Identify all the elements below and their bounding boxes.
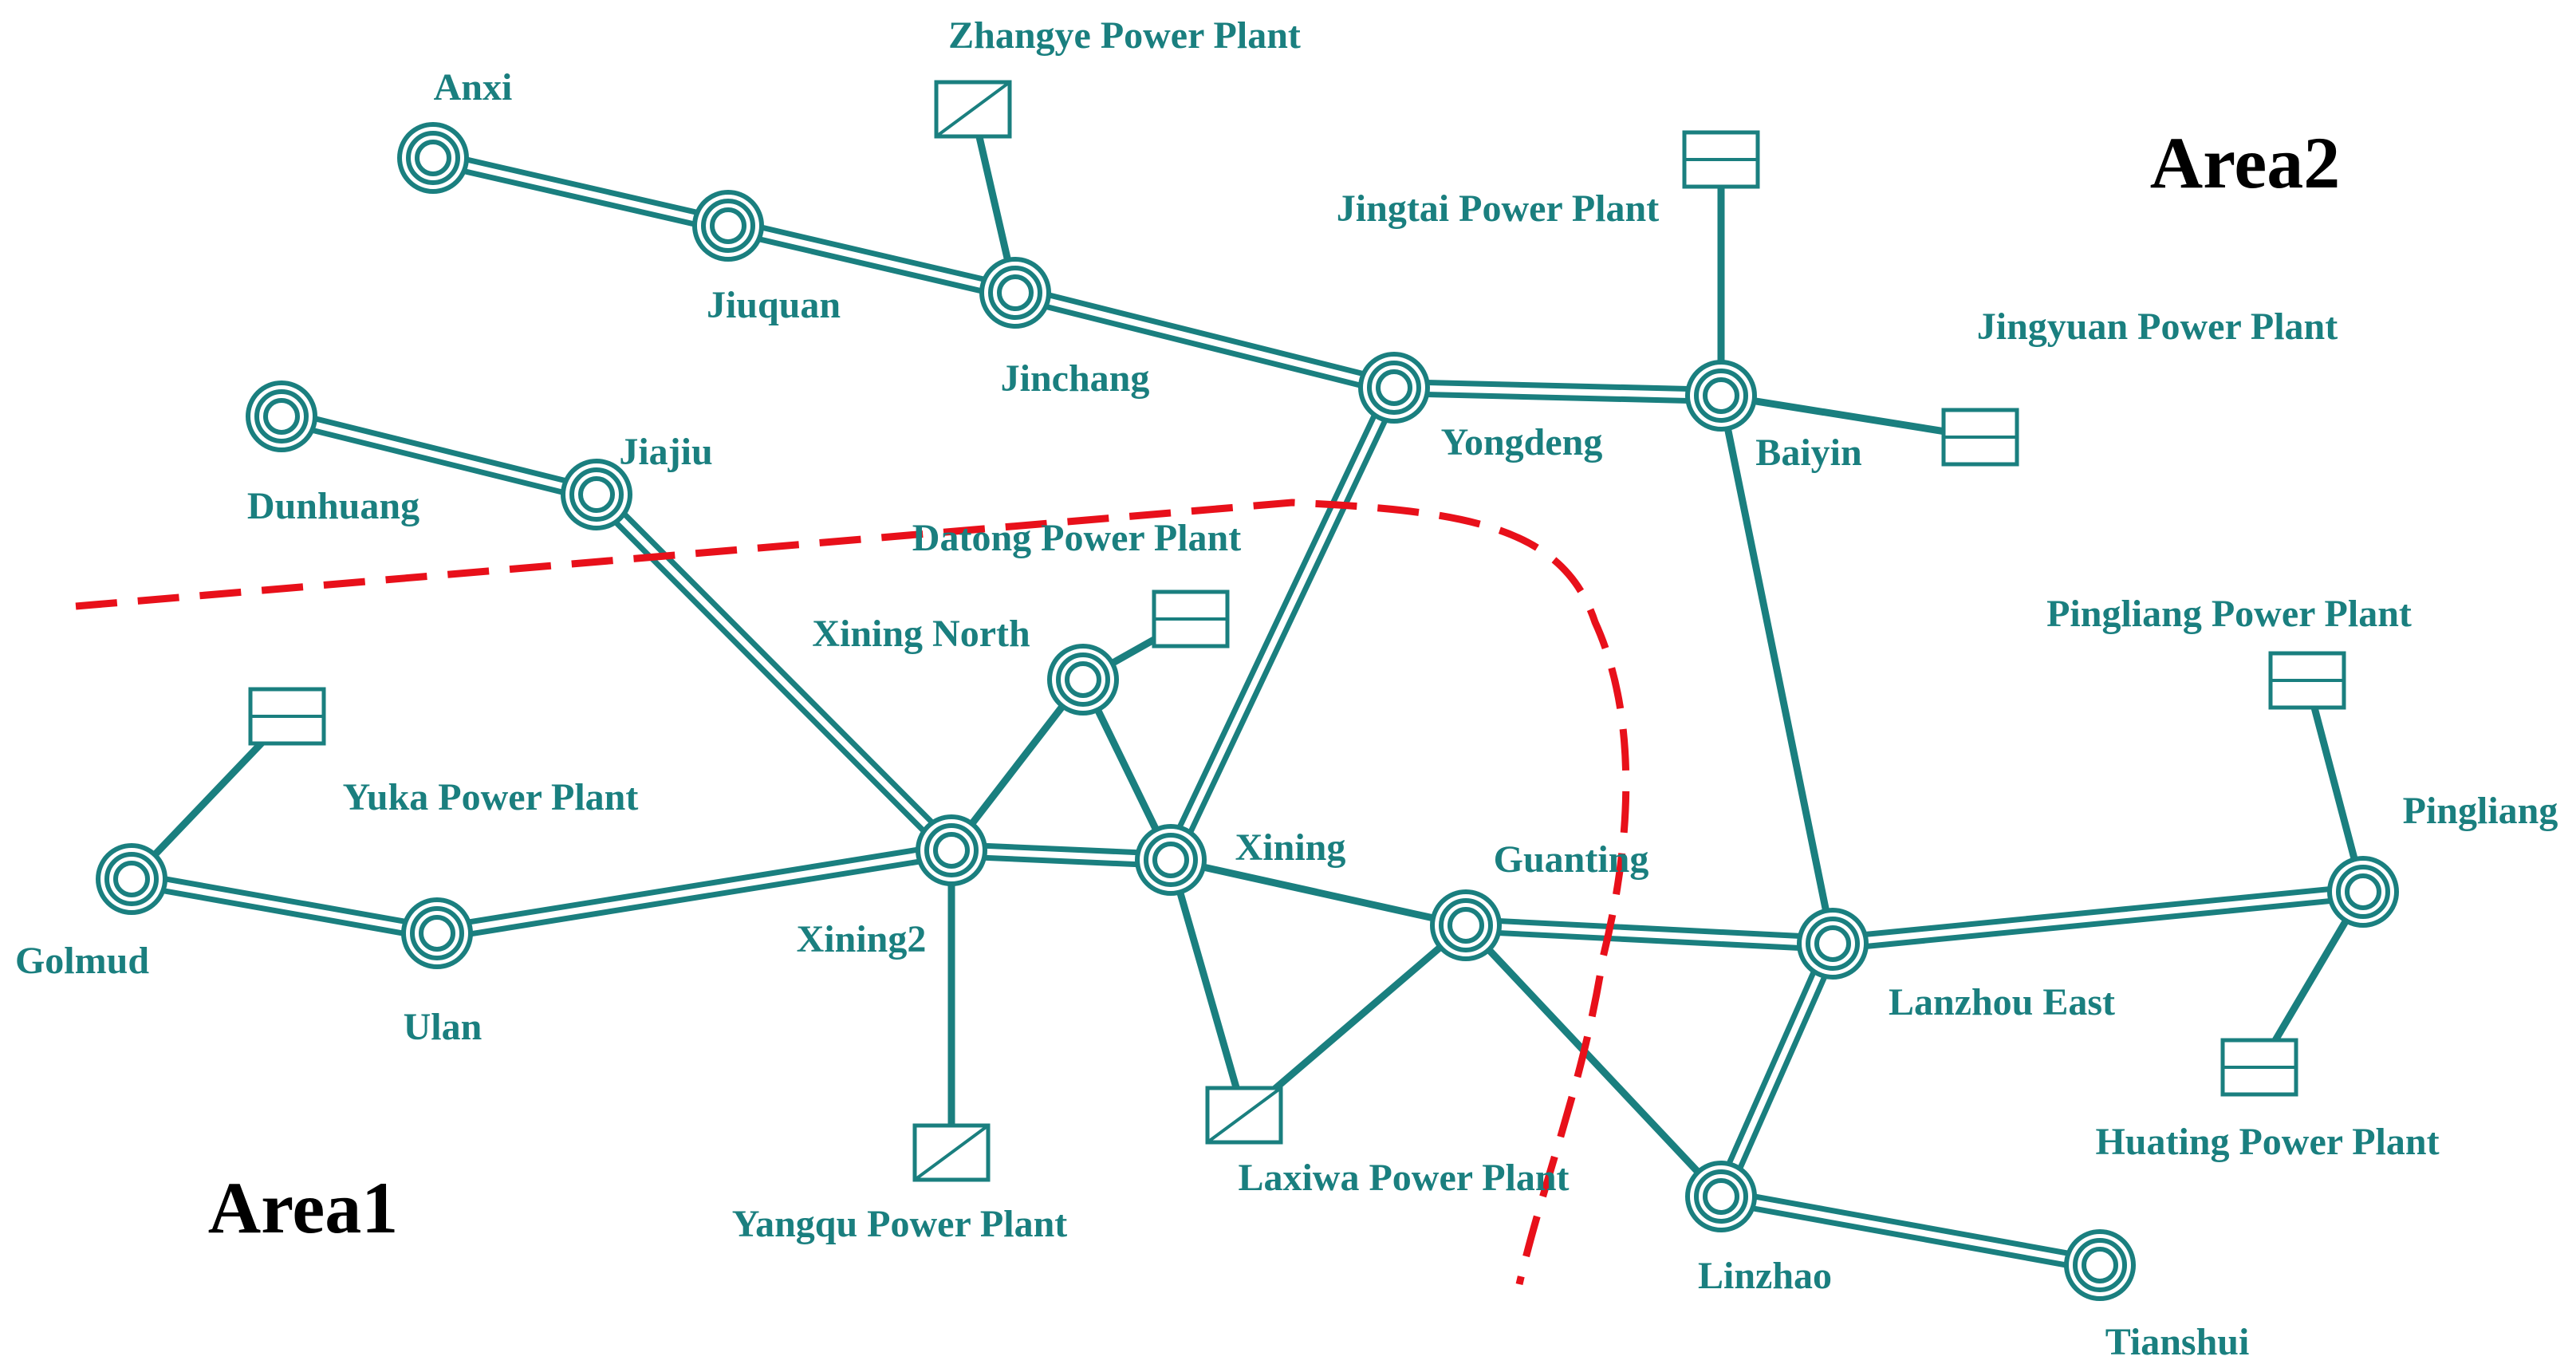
line-jinchang-yongdeng	[1013, 284, 1396, 396]
substation-xining-icon	[1135, 824, 1207, 896]
line-ulan-xining2	[435, 842, 953, 942]
substation-golmud-icon	[96, 843, 167, 915]
power-plant-jingtai-icon	[1682, 130, 1760, 189]
substation-lanzhoueast-icon	[1797, 908, 1869, 980]
line-jiuquan-jinchang-inner	[727, 223, 1016, 296]
area-label-area1: Area1	[208, 1167, 398, 1248]
line-linzhao-tianshui-inner	[1720, 1193, 2101, 1268]
substation-xining2-icon	[916, 814, 987, 886]
power-plant-zhangye-icon	[934, 80, 1012, 139]
power-plant-yuka-icon	[248, 687, 326, 746]
substation-baiyin-icon	[1685, 360, 1757, 432]
substation-jinchang-icon	[979, 257, 1051, 329]
substation-jiuquan-icon	[692, 190, 764, 262]
substation-linzhao-icon	[1685, 1161, 1757, 1232]
network-nodes	[96, 80, 2399, 1301]
power-plant-label-jingtai: Jingtai Power Plant	[1337, 187, 1659, 230]
power-plant-yangqu-icon	[912, 1123, 991, 1182]
substation-label-jinchang: Jinchang	[1001, 357, 1150, 400]
substation-label-anxi: Anxi	[434, 66, 513, 108]
power-plant-label-yuka: Yuka Power Plant	[343, 776, 639, 818]
substation-jiajiu-icon	[561, 459, 632, 530]
line-lanzhoueast-linzhao-inner	[1718, 942, 1836, 1198]
line-pingliangpp-pingliang	[2303, 679, 2367, 893]
line-linzhao-tianshui	[1719, 1188, 2101, 1274]
line-yongdeng-baiyin	[1393, 379, 1722, 404]
substation-guanting-icon	[1430, 889, 1502, 961]
line-dunhuang-jiajiu-inner	[281, 413, 597, 498]
line-dunhuang-jiajiu	[279, 408, 599, 503]
line-lanzhoueast-pingliang-inner	[1832, 889, 2364, 947]
substation-label-xining2: Xining2	[797, 918, 927, 960]
substation-label-tianshui: Tianshui	[2105, 1321, 2250, 1363]
substation-label-jiajiu: Jiajiu	[619, 431, 712, 473]
substation-label-pingliang: Pingliang	[2403, 790, 2558, 832]
line-golmud-ulan	[130, 870, 439, 942]
substation-label-xiningnorth: Xining North	[812, 613, 1030, 655]
line-guanting-linzhao	[1463, 922, 1724, 1200]
substation-dunhuang-icon	[246, 380, 317, 452]
line-xining-laxiwa	[1167, 858, 1248, 1117]
line-jinchang-yongdeng-inner	[1014, 290, 1395, 391]
power-plant-datong-icon	[1152, 589, 1230, 649]
line-xining2-xining-inner	[951, 847, 1172, 863]
substation-label-baiyin: Baiyin	[1755, 432, 1861, 474]
substation-xiningnorth-icon	[1047, 644, 1119, 716]
substation-ulan-icon	[401, 897, 473, 969]
substation-label-dunhuang: Dunhuang	[247, 485, 419, 527]
power-plant-label-zhangye: Zhangye Power Plant	[948, 14, 1301, 57]
power-plant-label-jingyuan: Jingyuan Power Plant	[1977, 306, 2338, 348]
line-ulan-xining2-inner	[436, 847, 952, 936]
power-plant-pingliangpp-icon	[2268, 651, 2346, 710]
line-xining-yongdeng-inner	[1168, 386, 1397, 861]
line-xining2-xiningnorth	[948, 677, 1086, 853]
substation-label-lanzhoueast: Lanzhou East	[1889, 981, 2115, 1023]
area-label-area2: Area2	[2150, 122, 2340, 203]
substation-label-golmud: Golmud	[15, 940, 149, 982]
substation-label-guanting: Guanting	[1494, 838, 1649, 881]
line-laxiwa-guanting	[1242, 922, 1468, 1118]
power-plant-jingyuan-icon	[1941, 408, 2019, 467]
line-baiyin-jingyuan	[1720, 392, 1981, 441]
power-plant-label-datong: Datong Power Plant	[912, 517, 1241, 559]
power-plant-label-laxiwa: Laxiwa Power Plant	[1238, 1157, 1569, 1199]
substation-yongdeng-icon	[1358, 352, 1430, 424]
line-baiyin-lanzhoueast	[1717, 395, 1837, 944]
line-xining-guanting	[1170, 856, 1467, 929]
power-plant-huating-icon	[2220, 1038, 2298, 1097]
substation-label-jiuquan: Jiuquan	[707, 284, 841, 326]
line-anxi-jiuquan	[431, 149, 731, 235]
line-guanting-lanzhoueast	[1465, 917, 1834, 952]
power-plant-label-huating: Huating Power Plant	[2095, 1121, 2439, 1163]
substation-label-ulan: Ulan	[404, 1006, 483, 1048]
line-lanzhoueast-pingliang	[1831, 883, 2365, 952]
line-jiuquan-jinchang	[726, 217, 1018, 302]
substation-label-yongdeng: Yongdeng	[1441, 421, 1603, 463]
power-plant-label-pingliangpp: Pingliang Power Plant	[2046, 593, 2412, 635]
area-boundary-line	[75, 499, 1630, 1286]
line-golmud-ulan-inner	[131, 876, 438, 936]
power-plant-label-yangqu: Yangqu Power Plant	[732, 1203, 1068, 1245]
line-xining-yongdeng	[1163, 384, 1402, 864]
substation-anxi-icon	[397, 122, 469, 194]
line-guanting-lanzhoueast-inner	[1465, 922, 1834, 947]
substation-tianshui-icon	[2064, 1229, 2136, 1301]
line-yongdeng-baiyin-inner	[1393, 384, 1722, 399]
substation-label-xining: Xining	[1235, 826, 1346, 869]
power-plant-laxiwa-icon	[1205, 1086, 1283, 1145]
substation-pingliang-icon	[2327, 856, 2399, 928]
line-xining2-xining	[951, 842, 1172, 869]
substation-label-linzhao: Linzhao	[1698, 1255, 1832, 1297]
line-anxi-jiuquan-inner	[432, 155, 729, 229]
line-lanzhoueast-linzhao	[1712, 940, 1841, 1200]
